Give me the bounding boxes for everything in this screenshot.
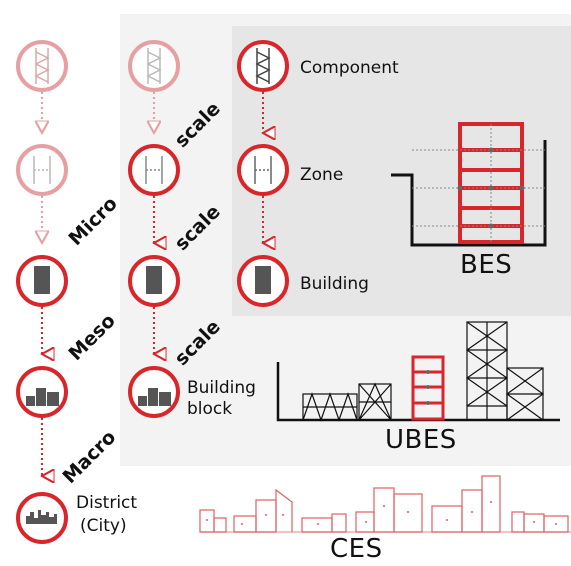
truss-icon [237,40,289,92]
label-building-block-2: block [187,399,233,419]
ces-illustration [199,475,571,533]
bes-illustration [391,122,547,247]
ubes-illustration [276,321,560,422]
truss-icon [128,40,180,92]
label-building: Building [300,274,369,294]
column-1 [16,40,68,544]
label-bes: BES [460,250,513,280]
label-building-block-1: Building [187,378,256,398]
label-ubes: UBES [385,425,457,455]
label-zone: Zone [300,165,344,185]
column-2 [128,40,180,418]
truss-icon [16,40,68,92]
column-3 [237,40,289,307]
label-district-2: (City) [80,516,127,536]
label-ces: CES [330,534,383,564]
label-district-1: District [76,493,138,513]
label-component: Component [300,58,399,78]
